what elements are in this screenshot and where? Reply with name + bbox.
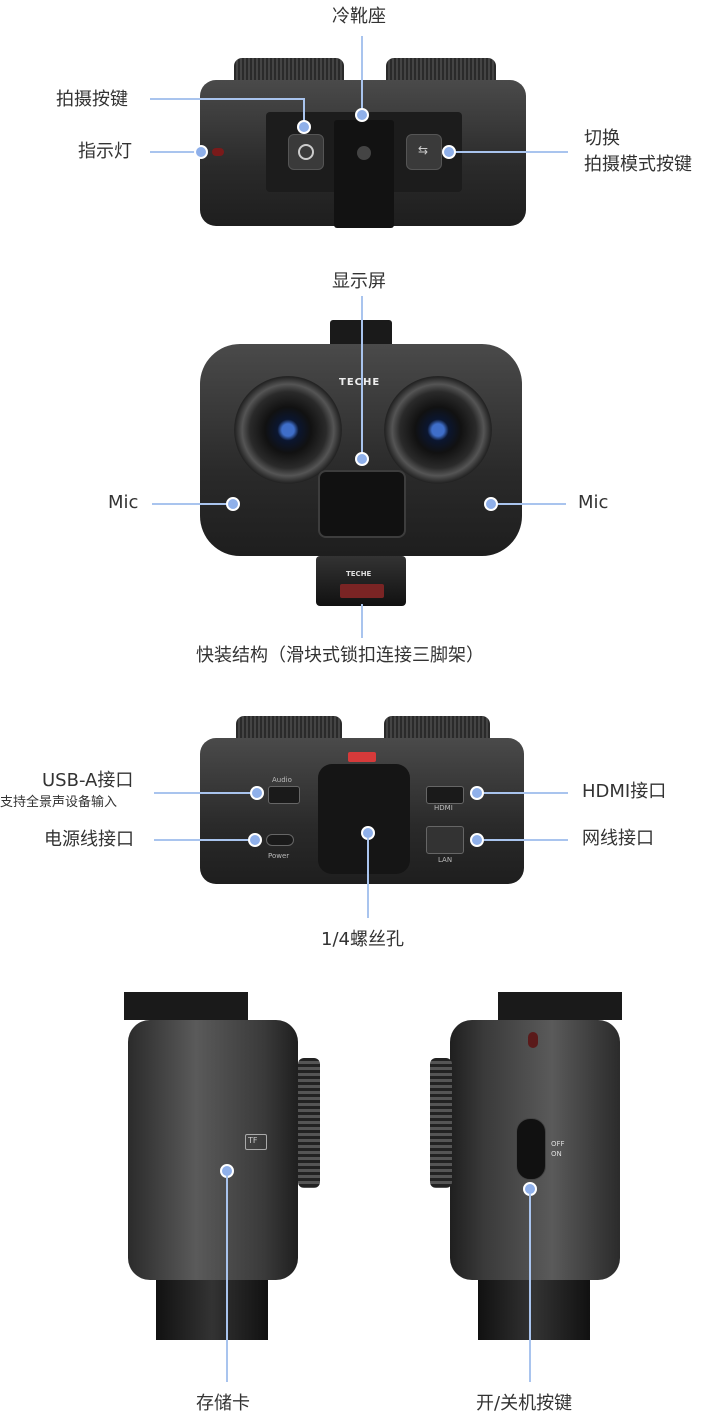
brand-logo: TECHE xyxy=(339,377,381,388)
tripod-plate xyxy=(318,764,410,874)
line-power-port xyxy=(154,839,254,841)
dot-power-port xyxy=(248,833,262,847)
top-dial-right xyxy=(386,58,496,84)
display-screen xyxy=(318,470,406,538)
label-hotshoe: 冷靴座 xyxy=(332,6,386,27)
label-indicator: 指示灯 xyxy=(78,141,132,162)
tf-slot xyxy=(245,1134,267,1150)
line-mic-right xyxy=(494,503,566,505)
dot-mic-right xyxy=(484,497,498,511)
off-text: OFF xyxy=(551,1140,565,1148)
line-lan xyxy=(480,839,568,841)
line-screw-hole xyxy=(367,838,369,918)
on-text: ON xyxy=(551,1150,562,1158)
right-side-mount xyxy=(478,1280,590,1340)
left-side-hotshoe xyxy=(124,992,248,1020)
line-shutter-h xyxy=(150,98,304,100)
line-mode xyxy=(452,151,568,153)
mount-brand-logo: TECHE xyxy=(346,570,372,578)
label-screw-hole: 1/4螺丝孔 xyxy=(321,929,404,950)
label-mode-line2: 拍摄模式按键 xyxy=(584,154,692,175)
port-hdmi-text: HDMI xyxy=(434,804,453,812)
tf-text: TF xyxy=(248,1136,258,1145)
rear-dial-right xyxy=(384,716,490,740)
left-side-dial xyxy=(298,1058,320,1188)
line-shutter-v xyxy=(303,98,305,128)
dot-mic-left xyxy=(226,497,240,511)
right-side-dial xyxy=(430,1058,452,1188)
label-mic-left: Mic xyxy=(108,492,139,513)
quick-release-mount xyxy=(316,556,406,606)
label-mode-line1: 切换 xyxy=(584,128,620,149)
power-switch[interactable] xyxy=(516,1118,546,1180)
label-hdmi: HDMI接口 xyxy=(582,781,667,802)
label-usb-a: USB-A接口 xyxy=(42,770,134,791)
usb-c-port xyxy=(266,834,294,846)
left-side-mount xyxy=(156,1280,268,1340)
line-usb-a xyxy=(154,792,256,794)
line-quick-release xyxy=(361,604,363,638)
label-quick-release: 快装结构（滑块式锁扣连接三脚架） xyxy=(196,645,484,666)
line-mic-left xyxy=(152,503,232,505)
right-side-led xyxy=(528,1032,538,1048)
hotshoe-mount xyxy=(334,120,394,228)
label-power-button: 开/关机按键 xyxy=(476,1393,573,1414)
line-storage xyxy=(226,1176,228,1382)
label-lan: 网线接口 xyxy=(582,828,654,849)
dot-mode xyxy=(442,145,456,159)
right-side-hotshoe xyxy=(498,992,622,1020)
line-display xyxy=(361,296,363,460)
label-shutter: 拍摄按键 xyxy=(56,89,128,110)
indicator-led xyxy=(212,148,224,156)
rear-red-tab xyxy=(348,752,376,762)
line-power-button xyxy=(529,1194,531,1382)
dot-display xyxy=(355,452,369,466)
port-audio-text: Audio xyxy=(272,776,292,784)
dot-usb-a xyxy=(250,786,264,800)
hotshoe-screw xyxy=(357,146,371,160)
label-display: 显示屏 xyxy=(332,271,386,292)
right-lens xyxy=(384,376,492,484)
dot-hdmi xyxy=(470,786,484,800)
label-power-port: 电源线接口 xyxy=(44,829,134,850)
usb-a-port xyxy=(268,786,300,804)
mode-switch-button[interactable] xyxy=(406,134,442,170)
label-storage: 存储卡 xyxy=(196,1393,250,1414)
hdmi-port xyxy=(426,786,464,804)
mount-lock-tab xyxy=(340,584,384,598)
dot-hotshoe xyxy=(355,108,369,122)
label-mic-right: Mic xyxy=(578,492,609,513)
rear-dial-left xyxy=(236,716,342,740)
port-lan-text: LAN xyxy=(438,856,453,864)
label-usb-a-sub: 支持全景声设备输入 xyxy=(0,795,118,810)
dot-shutter xyxy=(297,120,311,134)
line-hdmi xyxy=(480,792,568,794)
line-hotshoe xyxy=(361,36,363,116)
line-indicator xyxy=(150,151,200,153)
port-power-text: Power xyxy=(268,852,290,860)
shutter-ring-icon xyxy=(298,144,314,160)
dot-lan xyxy=(470,833,484,847)
left-lens xyxy=(234,376,342,484)
dot-indicator xyxy=(194,145,208,159)
left-side-body xyxy=(128,1020,298,1280)
top-dial-left xyxy=(234,58,344,84)
swap-arrows-icon: ⇆ xyxy=(417,143,429,157)
lan-port xyxy=(426,826,464,854)
